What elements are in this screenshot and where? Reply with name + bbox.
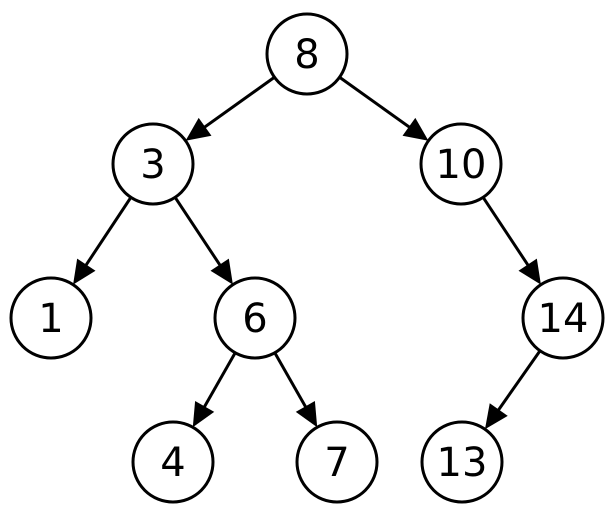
edge-n10-n14 xyxy=(481,196,541,285)
node-circle xyxy=(521,276,605,360)
edge-line xyxy=(202,352,237,409)
arrowhead xyxy=(185,117,212,141)
edge-line xyxy=(173,196,223,268)
node-label: 3 xyxy=(140,142,165,188)
tree-node-13: 13 xyxy=(420,420,504,504)
node-circle xyxy=(265,12,349,96)
tree-node-1: 1 xyxy=(9,276,93,360)
edge-n14-n13 xyxy=(484,349,542,430)
arrowhead xyxy=(295,400,318,428)
edge-n8-n3 xyxy=(185,76,276,141)
tree-node-8: 8 xyxy=(265,12,349,96)
edge-line xyxy=(481,196,531,268)
tree-node-7: 7 xyxy=(295,420,379,504)
node-label: 4 xyxy=(160,440,185,486)
edge-n8-n10 xyxy=(338,76,429,141)
tree-node-10: 10 xyxy=(419,122,503,206)
nodes-layer: 8 3 10 1 6 14 4 7 13 xyxy=(9,12,605,504)
tree-node-6: 6 xyxy=(213,276,297,360)
edge-n3-n1 xyxy=(73,196,133,285)
node-label: 1 xyxy=(38,296,63,342)
edge-line xyxy=(496,349,542,413)
node-label: 13 xyxy=(437,440,488,486)
arrowhead xyxy=(484,403,508,430)
tree-node-3: 3 xyxy=(111,122,195,206)
node-circle xyxy=(420,420,504,504)
arrowhead xyxy=(402,117,429,141)
arrowhead xyxy=(210,258,233,285)
arrowhead xyxy=(518,258,541,285)
node-circle xyxy=(9,276,93,360)
edge-line xyxy=(83,196,133,268)
edge-line xyxy=(202,76,276,130)
node-label: 7 xyxy=(324,440,349,486)
node-label: 14 xyxy=(538,296,589,342)
node-circle xyxy=(419,122,503,206)
node-circle xyxy=(295,420,379,504)
node-circle xyxy=(213,276,297,360)
node-label: 10 xyxy=(436,142,487,188)
node-label: 8 xyxy=(294,32,319,78)
node-circle xyxy=(131,420,215,504)
node-circle xyxy=(111,122,195,206)
arrowhead xyxy=(73,258,96,285)
edge-n3-n6 xyxy=(173,196,233,285)
edge-n6-n4 xyxy=(192,352,237,428)
edge-line xyxy=(338,76,412,130)
edge-n6-n7 xyxy=(273,352,318,428)
edges-layer xyxy=(73,76,542,430)
node-label: 6 xyxy=(242,296,267,342)
arrowhead xyxy=(192,400,215,428)
tree-node-4: 4 xyxy=(131,420,215,504)
edge-line xyxy=(273,352,308,409)
tree-node-14: 14 xyxy=(521,276,605,360)
